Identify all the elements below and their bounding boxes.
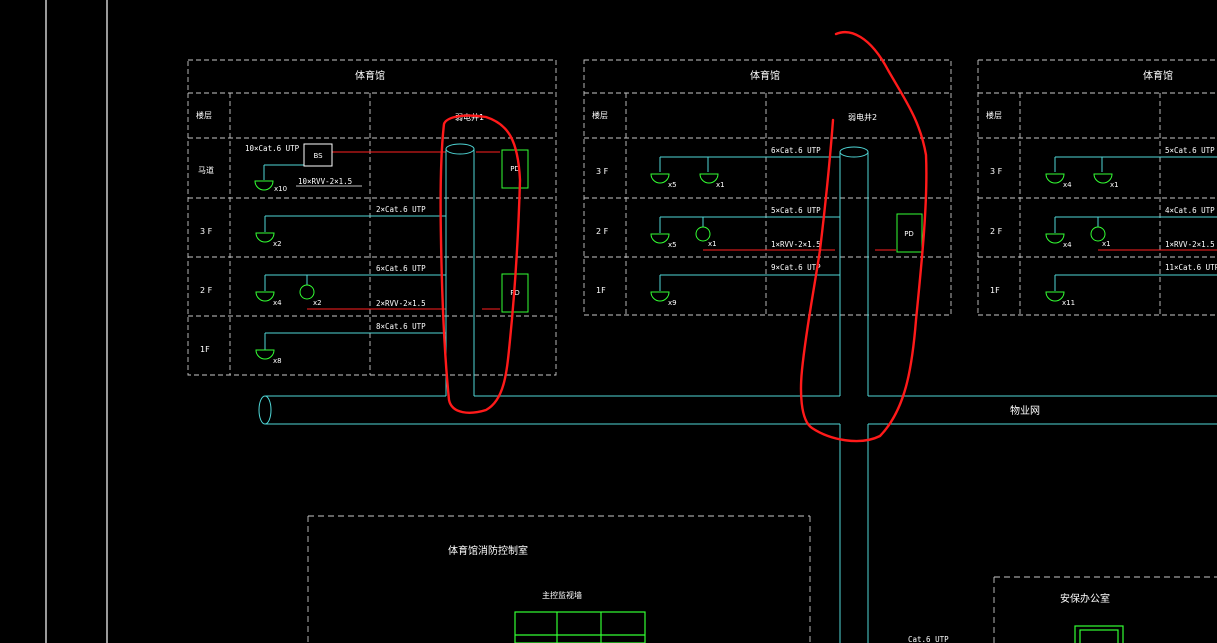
panel-2-pd-box bbox=[896, 213, 923, 253]
panel-1-power-2f: 2×RVV-2×1.5 bbox=[376, 299, 426, 308]
camera-icon bbox=[254, 180, 274, 191]
panel-3-count-3f: x4 bbox=[1063, 181, 1072, 189]
panel-2-count-1f: x9 bbox=[668, 299, 677, 307]
panel-2-floor-header: 楼层 bbox=[592, 110, 608, 120]
panel-3-floor-2f: 2 F bbox=[990, 227, 1003, 236]
camera-icon bbox=[650, 291, 670, 302]
panel-2-power-2f: 1×RVV-2×1.5 bbox=[771, 240, 821, 249]
panel-1-cable-catwalk: 10×Cat.6 UTP bbox=[245, 144, 300, 153]
panel-2-cable-3f: 6×Cat.6 UTP bbox=[771, 146, 821, 155]
panel-3-count-1f: x11 bbox=[1062, 299, 1075, 307]
panel-3-cable-2f: 4×Cat.6 UTP bbox=[1165, 206, 1215, 215]
panel-2-grid bbox=[583, 59, 952, 316]
panel-1-switch-box bbox=[303, 143, 333, 167]
monitor-wall-label: 主控监视墙 bbox=[542, 590, 582, 600]
panel-2-cable-1f: 9×Cat.6 UTP bbox=[771, 263, 821, 272]
security-office: 安保办公室 Cat.6 UTP bbox=[908, 576, 1217, 643]
panel-1-grid bbox=[187, 59, 557, 376]
panel-2-cable-2f: 5×Cat.6 UTP bbox=[771, 206, 821, 215]
panel-3-floor-3f: 3 F bbox=[990, 167, 1003, 176]
panel-1-title: 体育馆 bbox=[355, 69, 385, 82]
markup-loop-1 bbox=[439, 114, 522, 414]
panel-1-count-1f: x8 bbox=[273, 357, 282, 365]
panel-3-floor-1f: 1F bbox=[990, 286, 1000, 295]
panel-2-floor-2f: 2 F bbox=[596, 227, 609, 236]
camera-icon bbox=[255, 291, 275, 302]
panel-1-cable-3f: 2×Cat.6 UTP bbox=[376, 205, 426, 214]
trunk-label: 物业网 bbox=[1010, 404, 1040, 417]
panel-1-switch-label: BS bbox=[313, 152, 323, 160]
panel-2-count-3f: x5 bbox=[668, 181, 677, 189]
camera-icon bbox=[1045, 291, 1065, 302]
panel-3-cameras bbox=[1045, 173, 1113, 302]
panel-1-floor-2f: 2 F bbox=[200, 286, 213, 295]
panel-1-power-catwalk: 10×RVV-2×1.5 bbox=[298, 177, 352, 186]
monitor-icon bbox=[1074, 625, 1124, 643]
panel-3-floor-header: 楼层 bbox=[986, 110, 1002, 120]
panel-2-floor-1f: 1F bbox=[596, 286, 606, 295]
panel-3: 体育馆 楼层 3 F 2 F 1F 5×Cat.6 UTP 4×Cat.6 UT… bbox=[977, 59, 1217, 316]
panel-2: 体育馆 楼层 弱电井2 3 F 2 F 1F 6×Cat.6 UTP 5×Cat… bbox=[583, 59, 952, 316]
panel-1-floor-3f: 3 F bbox=[200, 227, 213, 236]
dome-camera-icon bbox=[1090, 226, 1106, 242]
panel-1-count-2f: x4 bbox=[273, 299, 282, 307]
panel-2-title: 体育馆 bbox=[750, 69, 780, 82]
panel-1-pd-label-catwalk: PD bbox=[510, 165, 520, 173]
panel-1-cameras bbox=[254, 180, 315, 360]
panel-1-floor-catwalk: 马道 bbox=[198, 165, 214, 175]
camera-icon bbox=[1045, 173, 1065, 184]
panel-1-count-3f: x2 bbox=[273, 240, 282, 248]
panel-2-dome-count-3f: x1 bbox=[716, 181, 725, 189]
panel-3-cables bbox=[1054, 156, 1217, 291]
security-office-cable: Cat.6 UTP bbox=[908, 635, 949, 643]
riser-1 bbox=[445, 143, 475, 396]
panel-1-dome-count-2f: x2 bbox=[313, 299, 322, 307]
camera-icon bbox=[650, 173, 670, 184]
panel-1-power-lines bbox=[307, 151, 500, 310]
panel-1-floor-1f: 1F bbox=[200, 345, 210, 354]
panel-2-pd-label: PD bbox=[904, 230, 914, 238]
dome-camera-icon bbox=[1093, 173, 1113, 184]
panel-1-cables bbox=[263, 151, 446, 350]
markup-loop-2 bbox=[799, 31, 928, 443]
panel-2-floor-3f: 3 F bbox=[596, 167, 609, 176]
panel-3-power-2f: 1×RVV-2×1.5 bbox=[1165, 240, 1215, 249]
panel-1-cable-2f: 6×Cat.6 UTP bbox=[376, 264, 426, 273]
camera-icon bbox=[255, 349, 275, 360]
panel-3-dome-count-3f: x1 bbox=[1110, 181, 1119, 189]
panel-1-cable-1f: 8×Cat.6 UTP bbox=[376, 322, 426, 331]
panel-1-count-catwalk: x10 bbox=[274, 185, 287, 193]
camera-icon bbox=[1045, 233, 1065, 244]
fire-control-room: 体育馆消防控制室 主控监视墙 bbox=[307, 515, 811, 643]
panel-3-title: 体育馆 bbox=[1143, 69, 1173, 82]
panel-3-cable-1f: 11×Cat.6 UTP bbox=[1165, 263, 1217, 272]
trunk-conduit bbox=[258, 395, 1217, 425]
dome-camera-icon bbox=[299, 284, 315, 300]
panel-3-cable-3f: 5×Cat.6 UTP bbox=[1165, 146, 1215, 155]
panel-1-shaft-label: 弱电井1 bbox=[455, 112, 484, 122]
panel-2-shaft-label: 弱电井2 bbox=[848, 112, 877, 122]
riser-2 bbox=[839, 146, 869, 643]
panel-2-dome-count-2f: x1 bbox=[708, 240, 717, 248]
camera-icon bbox=[255, 232, 275, 243]
security-office-title: 安保办公室 bbox=[1060, 592, 1110, 605]
panel-2-count-2f: x5 bbox=[668, 241, 677, 249]
panel-1: 体育馆 楼层 弱电井1 马道 3 F 2 F 1F BS bbox=[187, 59, 557, 376]
panel-3-dome-count-2f: x1 bbox=[1102, 240, 1111, 248]
fire-control-room-title: 体育馆消防控制室 bbox=[448, 544, 528, 557]
dome-camera-icon bbox=[695, 226, 711, 242]
panel-3-count-2f: x4 bbox=[1063, 241, 1072, 249]
monitor-wall-grid bbox=[514, 611, 646, 643]
camera-icon bbox=[650, 233, 670, 244]
panel-1-floor-header: 楼层 bbox=[196, 110, 212, 120]
panel-2-cameras bbox=[650, 173, 719, 302]
panel-2-cables bbox=[659, 156, 840, 291]
dome-camera-icon bbox=[699, 173, 719, 184]
panel-3-grid bbox=[977, 59, 1217, 316]
